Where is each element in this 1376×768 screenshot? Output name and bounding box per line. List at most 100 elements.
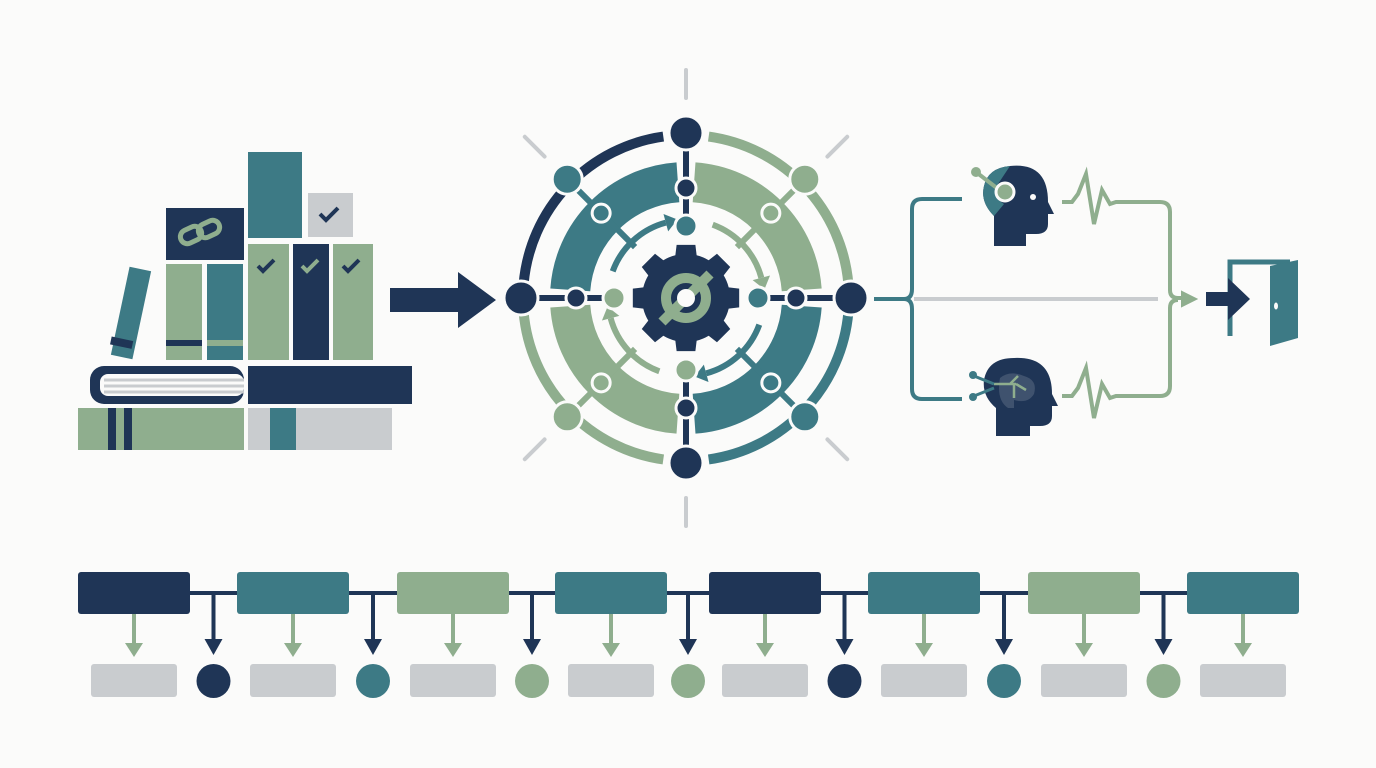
checkmark-icon [256, 258, 276, 274]
book-spine-band [124, 408, 132, 450]
milestone-node [827, 664, 862, 698]
outer-node [832, 279, 870, 317]
gear-ring [661, 273, 711, 323]
chain-link-icon [177, 217, 223, 247]
book-spine-band [108, 408, 116, 450]
exit-arrow-icon [1206, 278, 1250, 320]
stage-box [1028, 572, 1140, 614]
arrow-head-icon [694, 364, 709, 383]
processing-wheel [502, 68, 880, 528]
input-arrow-icon [390, 272, 496, 328]
book-leaning [110, 266, 152, 360]
arrow-head-icon [1154, 639, 1173, 655]
stage-box [78, 572, 190, 614]
output-box [1200, 664, 1286, 697]
book-checked [248, 244, 289, 360]
output-box [568, 664, 654, 697]
book-spine-band [270, 408, 296, 450]
outer-node [667, 444, 705, 482]
arrow-head-icon [523, 639, 541, 655]
ray-line [825, 134, 850, 159]
cycle-arrow [609, 219, 667, 273]
arrow-head-icon [995, 639, 1013, 655]
waveform-icon [1062, 298, 1179, 419]
mid-node [590, 372, 612, 394]
outer-node [550, 400, 584, 434]
output-box [881, 664, 967, 697]
book-checked [333, 244, 373, 360]
mid-node [674, 396, 698, 420]
output-box [91, 664, 177, 697]
stage-box [1187, 572, 1299, 614]
arrow-head-icon [204, 639, 223, 655]
milestone-node [1146, 664, 1181, 698]
arrow-head-icon [602, 643, 620, 657]
merge-arrow-icon [1181, 290, 1199, 308]
checkmark-icon [300, 258, 320, 274]
output-box [250, 664, 336, 697]
milestone-node [356, 664, 390, 698]
inner-node [673, 357, 699, 383]
mid-node [674, 176, 698, 200]
headset-head-icon [971, 165, 1054, 246]
arrow-head-icon [601, 306, 620, 321]
arrow-head-icon [663, 213, 678, 232]
arrow-head-icon [125, 643, 143, 657]
checkmark-icon [341, 258, 361, 274]
cycle-arrow [607, 317, 661, 375]
arrow-head-icon [444, 643, 462, 657]
output-box [1041, 664, 1127, 697]
stage-box [237, 572, 349, 614]
output-box [722, 664, 808, 697]
outer-node [550, 162, 584, 196]
gear-icon [632, 244, 740, 352]
arrow-head-icon [756, 643, 774, 657]
branch-diagram [874, 166, 1199, 419]
cycle-arrow [711, 221, 765, 279]
outer-node [502, 279, 540, 317]
book-lying [248, 366, 412, 404]
timeline [78, 572, 1299, 698]
brain-head-icon [969, 357, 1058, 436]
inner-node [673, 213, 699, 239]
checkmark-icon [318, 206, 340, 223]
cycle-arrow [705, 323, 763, 377]
waveform-icon [1062, 166, 1184, 300]
milestone-node [671, 664, 705, 698]
mid-node [760, 372, 782, 394]
arrow-head-icon [364, 639, 382, 655]
outer-node [788, 400, 822, 434]
milestone-node [987, 664, 1021, 698]
stage-box [709, 572, 821, 614]
exit-door-icon [1206, 259, 1298, 346]
ray-line [522, 437, 547, 462]
mid-node [590, 202, 612, 224]
branch-connector [903, 297, 962, 401]
gear-hole [677, 289, 695, 307]
book-checked [293, 244, 329, 360]
outer-node [667, 114, 705, 152]
book-tall [248, 152, 302, 238]
ray-line [522, 134, 547, 159]
outer-node [788, 162, 822, 196]
arrow-head-icon [1075, 643, 1093, 657]
arrow-head-icon [752, 275, 771, 290]
mid-node [784, 286, 808, 310]
milestone-node [515, 664, 549, 698]
arrow-head-icon [284, 643, 302, 657]
stage-box [868, 572, 980, 614]
milestone-node [196, 664, 231, 698]
branch-connector [874, 197, 962, 301]
arrow-head-icon [835, 639, 854, 655]
mid-node [564, 286, 588, 310]
arrow-head-icon [915, 643, 933, 657]
inner-node [601, 285, 627, 311]
ray-line [825, 437, 850, 462]
stage-box [555, 572, 667, 614]
output-box [410, 664, 496, 697]
book-bottom-left [78, 408, 244, 450]
arrow-head-icon [679, 639, 697, 655]
link-card [166, 208, 244, 260]
inner-node [745, 285, 771, 311]
